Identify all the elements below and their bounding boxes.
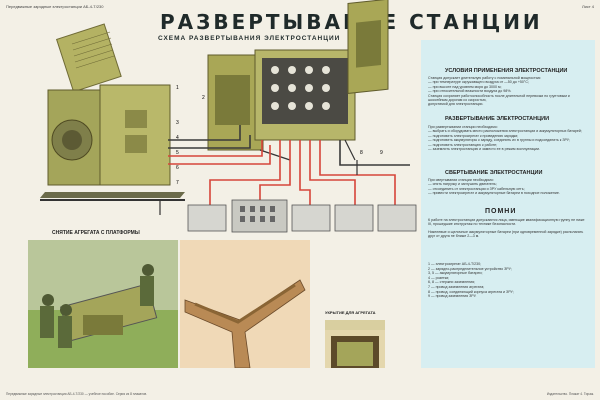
callout-6: 6 [176,165,179,171]
section-text-fold: При свертывании станции необходимо: — сн… [428,178,560,196]
callout-8: 8 [360,150,363,156]
footer-right: Издательство. Плакат 4. Тираж. [546,392,594,396]
battery-bank [187,199,417,233]
zru-station [207,0,389,161]
ground-rods [159,160,358,215]
section-text-conditions: Станция допускает длительную работу с но… [428,76,570,107]
header-series: Передвижные зарядные электростанции АБ-4… [6,4,104,9]
page-subtitle: СХЕМА РАЗВЕРТЫВАНИЯ ЭЛЕКТРОСТАНЦИИ [158,35,341,42]
legend: 1 — электроагрегат АБ-4-Т/230; 2 — заряд… [428,262,514,299]
callout-7: 7 [176,180,179,186]
unload-drawing [28,264,178,368]
callout-4: 4 [176,135,179,141]
caption-photo1: СНЯТИЕ АГРЕГАТА С ПЛАТФОРМЫ [52,230,140,236]
generator-unit [40,23,185,201]
callout-5: 5 [176,150,179,156]
section-heading-deploy: Развертывание электростанции [445,116,550,122]
section-heading-fold: Свертывание электростанции [445,170,543,176]
section-text-remember: К работе на электростанции допускаются л… [428,218,585,239]
callout-3: 3 [176,120,179,126]
illustration-unload [28,240,178,368]
callout-9: 9 [380,150,383,156]
site-drawing [184,279,306,368]
shelter-drawing [325,330,385,368]
section-text-deploy: При развертывании станции необходимо: — … [428,125,582,152]
illustration-shelter [325,320,385,368]
callout-2: 2 [202,95,205,101]
section-heading-remember: Помни [485,208,517,215]
callout-1: 1 [176,85,179,91]
illustration-site [180,240,310,368]
footer-left: Передвижные зарядные электростанции АБ-4… [6,392,148,396]
info-panel [421,40,595,368]
section-heading-conditions: Условия применения электростанции [445,68,568,74]
caption-photo3: УКРЫТИЕ ДЛЯ АГРЕГАТА [325,310,376,315]
header-sheet: Лист 4 [581,4,594,9]
